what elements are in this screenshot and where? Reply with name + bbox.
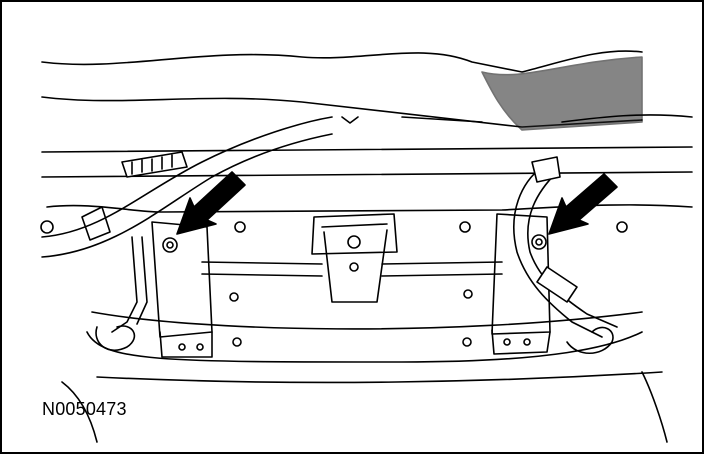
lower-contours (61, 371, 668, 443)
hose-lines (41, 114, 693, 355)
upper-body-panel (41, 50, 693, 178)
callout-arrow-right (548, 173, 618, 235)
center-mount (201, 213, 503, 303)
callout-arrow-left (176, 171, 246, 235)
crossmember-plate (40, 204, 693, 384)
figure-code-label: N0050473 (42, 399, 127, 419)
left-bracket (151, 221, 213, 358)
